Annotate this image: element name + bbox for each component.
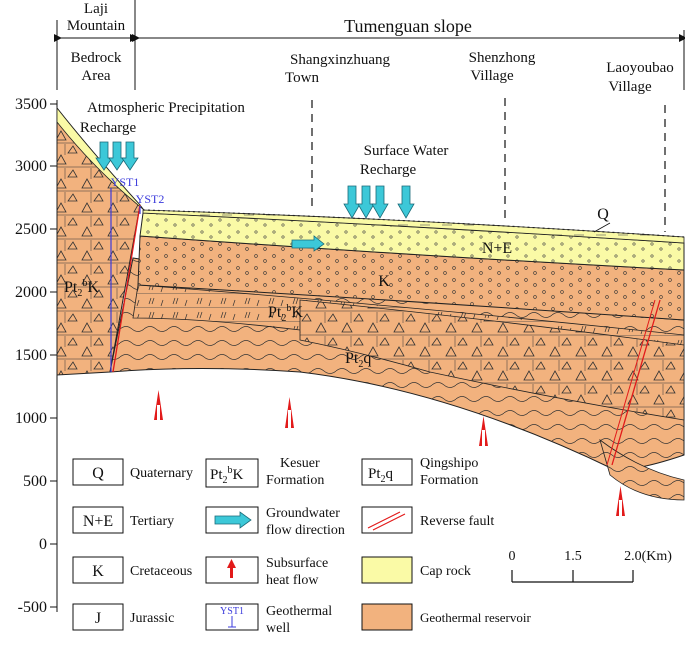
legend-reservoir-box <box>361 603 413 631</box>
legend-caprock-label: Cap rock <box>420 564 471 579</box>
legend-j-code: J <box>95 610 101 627</box>
bedrock-label-line2: Area <box>81 68 110 84</box>
precipitation-arrows <box>95 141 139 171</box>
scale-label-1-5: 1.5 <box>564 549 582 564</box>
legend-q-box <box>72 458 124 486</box>
legend-fault-box <box>361 506 413 534</box>
pt2q-right-lower <box>599 438 685 501</box>
surface-line1: Surface Water <box>364 143 449 159</box>
groundwater-flow-arrow <box>291 235 325 252</box>
q-leader <box>593 222 611 233</box>
k-label: K <box>378 273 390 290</box>
geology-layers <box>56 106 685 501</box>
legend: Q Quaternary N+E Tertiary K Cretaceous J… <box>72 456 531 636</box>
shenzhong-line1: Shenzhong <box>469 50 536 66</box>
laji-label-line2: Mountain <box>67 18 126 34</box>
y-tick-1000: 1000 <box>15 410 47 427</box>
legend-ne-box <box>72 506 124 534</box>
surface-line2: Recharge <box>360 162 417 178</box>
legend-fault-icon <box>367 511 406 531</box>
legend-well-line2: well <box>266 621 290 636</box>
atmospheric-line2: Recharge <box>80 120 137 136</box>
fault-right-2 <box>606 299 656 466</box>
surface-water-arrows <box>343 185 415 219</box>
legend-heat-icon <box>227 559 236 578</box>
legend-heat-line2: heat flow <box>266 573 319 588</box>
legend-well-line1: Geothermal <box>266 604 332 619</box>
q-layer <box>142 209 685 244</box>
legend-pt2q-code: Pt2q <box>368 466 394 485</box>
pt2q-label: Pt2q <box>345 350 371 370</box>
atmospheric-line1: Atmospheric Precipitation <box>87 100 245 116</box>
legend-q-label: Quaternary <box>130 466 193 481</box>
legend-well-label: YST1 <box>220 606 244 617</box>
legend-j-box <box>72 603 124 631</box>
scale-label-2-0: 2.0(Km) <box>624 549 672 564</box>
legend-ne-label: Tertiary <box>130 514 174 529</box>
legend-pt2bk-code: Pt2bK <box>210 465 244 486</box>
y-tick-500: 500 <box>23 473 47 490</box>
laoyoubao-line2: Village <box>608 79 652 95</box>
y-tick-3500: 3500 <box>15 96 47 113</box>
legend-k-box <box>72 556 124 584</box>
legend-q-code: Q <box>92 465 104 482</box>
legend-flow-line2: flow direction <box>266 523 345 538</box>
ne-label: N+E <box>482 240 512 257</box>
y-tick-2500: 2500 <box>15 221 47 238</box>
legend-flow-line1: Groundwater <box>266 506 340 521</box>
legend-reservoir-label: Geothermal reservoir <box>420 610 531 625</box>
tumenguan-label: Tumenguan slope <box>344 16 472 36</box>
legend-ne-code: N+E <box>83 513 113 530</box>
legend-k-code: K <box>92 563 104 580</box>
laoyoubao-line1: Laoyoubao <box>606 60 673 76</box>
shangxinzhuang-line1: Shangxinzhuang <box>290 52 390 68</box>
bedrock-label-line1: Bedrock <box>71 50 122 66</box>
heat-flow-arrows <box>154 390 625 516</box>
pt2bk-left-label: Pt2bK <box>64 278 99 299</box>
legend-flow-icon <box>214 511 252 529</box>
well-yst1-label: YST1 <box>111 175 140 189</box>
shangxinzhuang-line2: Town <box>285 70 319 86</box>
y-tick-0: 0 <box>39 536 47 553</box>
scale-bar: 0 1.5 2.0(Km) <box>509 549 672 583</box>
shenzhong-line2: Village <box>470 68 514 84</box>
pt2bk-layer-triangles <box>299 299 685 421</box>
legend-kesuer-line2: Formation <box>266 473 324 488</box>
q-label: Q <box>597 206 609 223</box>
legend-pt2bk-box <box>205 458 259 488</box>
legend-caprock-box <box>361 556 413 584</box>
legend-kesuer-line1: Kesuer <box>280 456 320 471</box>
legend-heat-line1: Subsurface <box>266 556 328 571</box>
y-axis: 3500 3000 2500 2000 1500 1000 500 0 -500 <box>15 96 58 616</box>
y-tick-minus500: -500 <box>18 599 47 616</box>
legend-k-label: Cretaceous <box>130 564 192 579</box>
legend-qingshipo-line1: Qingshipo <box>420 456 478 471</box>
y-tick-1500: 1500 <box>15 347 47 364</box>
scale-label-0: 0 <box>509 549 516 564</box>
y-tick-2000: 2000 <box>15 284 47 301</box>
legend-fault-label: Reverse fault <box>420 514 494 529</box>
fault-right <box>611 299 661 466</box>
laji-label-line1: Laji <box>84 1 108 17</box>
well-yst2-label: YST2 <box>136 192 165 206</box>
legend-qingshipo-line2: Formation <box>420 473 478 488</box>
y-tick-3000: 3000 <box>15 158 47 175</box>
pt2bk-center-label: Pt2bK <box>268 303 303 324</box>
fault-left <box>112 204 141 373</box>
legend-j-label: Jurassic <box>130 611 174 626</box>
legend-pt2q-box <box>361 458 413 486</box>
